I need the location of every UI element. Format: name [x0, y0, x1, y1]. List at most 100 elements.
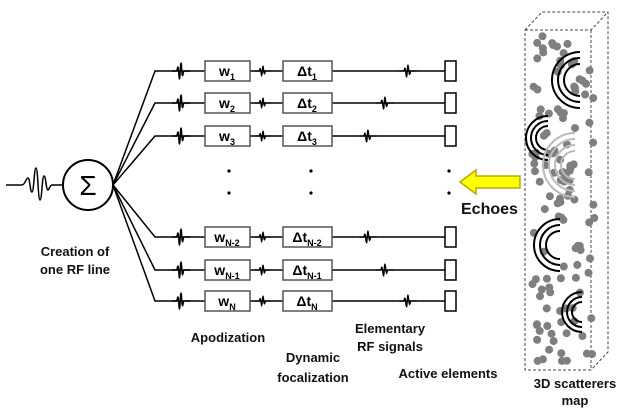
- elementary-wavelet: [359, 230, 377, 244]
- scatterer-dot: [553, 199, 562, 208]
- apodization-weight-index: N-2: [225, 238, 240, 248]
- wavefront-arc: [533, 218, 561, 272]
- weighted-wavelet: [255, 264, 271, 276]
- scatterer-dot: [559, 114, 567, 123]
- scatterer-dot: [542, 274, 551, 283]
- creation-label-line1: Creation of: [41, 244, 110, 259]
- fan-line: [112, 102, 205, 186]
- scatterer-dot: [535, 177, 544, 186]
- active-element: [444, 226, 457, 248]
- wavefront-arc: [545, 230, 561, 260]
- scatterer-dot: [538, 32, 547, 41]
- scatterer-dot: [573, 260, 582, 269]
- scatterer-volume: [524, 11, 609, 371]
- apodization-weight-index: N-1: [225, 271, 240, 281]
- delay-value-index: N-2: [307, 238, 322, 248]
- weighted-wavelet: [255, 295, 271, 307]
- scatterer-dot: [578, 76, 587, 85]
- weighted-wavelet: [255, 130, 271, 142]
- scatterer-dot: [573, 241, 582, 250]
- scatterer-dot: [557, 356, 566, 365]
- wavefront-arc: [525, 115, 549, 161]
- scatterer-dot: [589, 138, 598, 147]
- scatterer-dot: [545, 192, 554, 201]
- wavefront-arc: [560, 150, 576, 180]
- scatterer-dot: [540, 205, 549, 214]
- scatterer-dot: [553, 105, 562, 114]
- input-wavelet: [172, 127, 190, 145]
- scatterer-dot: [536, 292, 544, 301]
- scatterer-dot: [536, 105, 545, 114]
- active-element: [444, 60, 457, 82]
- delay-value-index: 3: [312, 137, 317, 147]
- active-element: [444, 290, 457, 312]
- scatterer-dot: [578, 332, 587, 340]
- scatterer-dot: [553, 42, 561, 51]
- scatterer-dot: [531, 275, 540, 284]
- scatterer-dot: [571, 273, 580, 282]
- fan-lines: [112, 70, 205, 302]
- sum-symbol: Σ: [79, 170, 96, 201]
- wavefront-arc: [542, 132, 576, 198]
- wavefront-arc: [535, 125, 549, 151]
- weighted-wavelet: [255, 231, 271, 243]
- scatterer-dot: [549, 337, 558, 346]
- elementary-wavelet: [376, 263, 394, 277]
- apodization-weight-index: 1: [230, 72, 235, 82]
- scatterer-dot: [571, 124, 579, 133]
- weighted-wavelet: [255, 65, 271, 77]
- ellipsis-dots: [227, 169, 451, 195]
- scatterers-label-line2: map: [562, 393, 589, 408]
- scatterer-dot: [585, 66, 594, 75]
- apodization-box: [204, 125, 251, 147]
- apodization-label: Apodization: [191, 330, 265, 345]
- delay-box: [282, 290, 333, 312]
- delay-value-index: 2: [312, 104, 317, 114]
- elementary-wavelet: [359, 129, 377, 143]
- active-elements-label: Active elements: [399, 366, 498, 381]
- echoes-arrow: [458, 168, 521, 196]
- input-wavelet: [172, 261, 190, 279]
- sum-node: Σ: [62, 159, 114, 211]
- scatterer-dot: [571, 87, 580, 96]
- active-element: [444, 259, 457, 281]
- wavefront-arc: [554, 144, 576, 186]
- echo-wavefronts: [525, 51, 583, 333]
- input-wavelet: [172, 62, 190, 80]
- wavefront-arc: [566, 296, 583, 328]
- rf-input-signal: [6, 167, 62, 201]
- elementary-wavelet: [399, 64, 417, 78]
- apodization-weight-index: 3: [230, 137, 235, 147]
- elementary-label-line1: Elementary: [355, 321, 426, 336]
- scatterer-dot: [562, 329, 571, 338]
- scatterer-dot: [543, 322, 552, 330]
- scatterer-dot: [567, 60, 576, 69]
- scatterer-dot: [557, 213, 566, 222]
- scatterer-dot: [557, 349, 566, 358]
- delay-box: [282, 60, 333, 82]
- echoes-label: Echoes: [461, 201, 518, 218]
- scatterer-dot: [545, 345, 554, 354]
- scatterer-dot: [530, 159, 539, 168]
- scatterer-dot: [547, 329, 556, 338]
- scatterer-dot: [535, 326, 544, 335]
- scatterer-dot: [584, 168, 593, 177]
- weighted-wavelet: [255, 97, 271, 109]
- scatterer-dot: [533, 54, 542, 63]
- wavefront-arc: [563, 63, 581, 97]
- scatterer-dot: [585, 218, 594, 227]
- scatterer-dot: [537, 285, 546, 294]
- scatterer-dot: [538, 44, 547, 53]
- scatterer-dot: [539, 131, 548, 140]
- wavefront-arc: [557, 57, 581, 103]
- scatterers-label-line1: 3D scatterers: [534, 376, 616, 391]
- scatterer-dot: [531, 167, 539, 176]
- fan-line: [112, 135, 205, 186]
- scatterer-dot: [587, 314, 596, 323]
